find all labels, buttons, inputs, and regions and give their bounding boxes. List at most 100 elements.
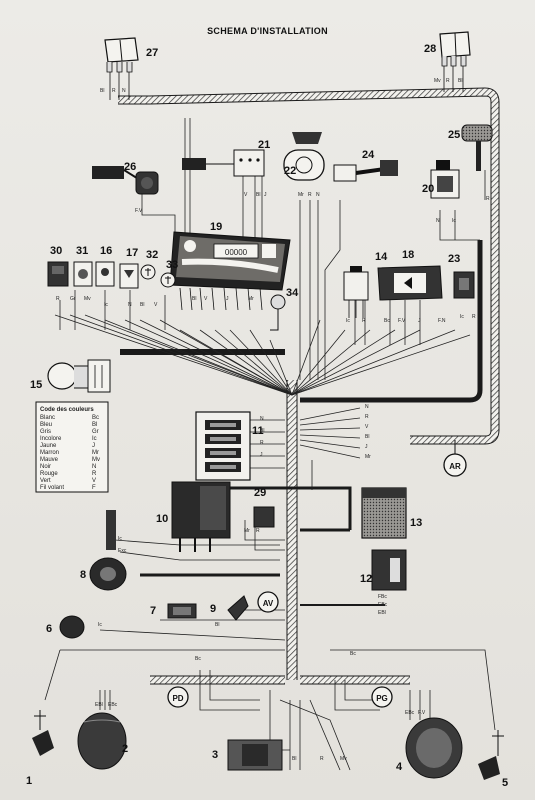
label-14: 14 — [375, 251, 388, 263]
color-code-legend — [35, 401, 109, 493]
label-23: 23 — [448, 253, 460, 265]
component-3-coil — [227, 739, 283, 771]
odometer-digits: 00000 — [225, 248, 248, 257]
svg-text:Ic: Ic — [92, 436, 97, 442]
label-24: 24 — [362, 149, 375, 161]
svg-text:Mr: Mr — [365, 454, 371, 460]
svg-text:F.V: F.V — [418, 710, 426, 716]
component-20-switch — [430, 160, 460, 199]
component-10-regulator — [171, 481, 231, 552]
component-17-switch — [119, 263, 139, 289]
svg-text:N: N — [365, 404, 369, 410]
label-18: 18 — [402, 249, 414, 261]
svg-text:Ic: Ic — [98, 622, 102, 628]
svg-text:Mv: Mv — [434, 78, 441, 84]
svg-text:Bc: Bc — [350, 651, 356, 657]
svg-text:J: J — [264, 192, 267, 198]
svg-text:R: R — [486, 196, 490, 202]
svg-text:Jaune: Jaune — [40, 443, 57, 449]
svg-text:V: V — [365, 424, 369, 430]
label-4: 4 — [396, 761, 403, 773]
component-15-wiper-motor — [47, 359, 111, 393]
label-5: 5 — [502, 777, 508, 789]
svg-text:Bc: Bc — [92, 415, 99, 421]
component-30-switch — [47, 261, 69, 287]
svg-text:Marron: Marron — [40, 450, 59, 456]
label-15: 15 — [30, 379, 42, 391]
svg-text:F.N: F.N — [438, 318, 446, 324]
svg-text:R: R — [92, 471, 97, 477]
svg-text:Ic: Ic — [452, 218, 456, 224]
svg-text:R: R — [446, 78, 450, 84]
svg-text:Ic: Ic — [104, 302, 108, 308]
svg-text:N: N — [260, 416, 264, 422]
component-9-horn — [227, 595, 249, 621]
svg-text:V: V — [204, 296, 208, 302]
component-12-starter-relay — [371, 549, 407, 591]
svg-text:Gr: Gr — [70, 296, 76, 302]
label-28: 28 — [424, 43, 436, 55]
label-33: 33 — [166, 259, 178, 271]
svg-text:Bl: Bl — [140, 302, 144, 308]
svg-text:J: J — [92, 443, 95, 449]
svg-text:Vert: Vert — [40, 478, 51, 484]
svg-text:V: V — [244, 192, 248, 198]
svg-text:N: N — [92, 464, 96, 470]
label-30: 30 — [50, 245, 62, 257]
tag-pd: PD — [167, 686, 189, 708]
component-5-indicator-right — [478, 730, 504, 780]
svg-text:Bl: Bl — [292, 756, 296, 762]
label-26: 26 — [124, 161, 136, 173]
component-31-switch — [73, 261, 93, 287]
svg-text:R: R — [308, 192, 312, 198]
main-harness — [118, 87, 500, 685]
svg-text:EBc: EBc — [405, 710, 415, 716]
color-code-heading: Code des couleurs — [40, 407, 94, 413]
svg-text:Noir: Noir — [40, 464, 51, 470]
label-19: 19 — [210, 221, 222, 233]
svg-text:EBl: EBl — [95, 702, 103, 708]
label-1: 1 — [26, 775, 32, 787]
label-20: 20 — [422, 183, 434, 195]
svg-text:Mauve: Mauve — [40, 457, 59, 463]
label-10: 10 — [156, 513, 168, 525]
label-25: 25 — [448, 129, 460, 141]
svg-text:R: R — [112, 88, 116, 94]
svg-text:Blanc: Blanc — [40, 415, 55, 421]
component-23-switch — [453, 271, 475, 299]
svg-text:AV: AV — [263, 599, 274, 608]
svg-text:Bl: Bl — [100, 88, 104, 94]
svg-text:Bl: Bl — [92, 422, 97, 428]
wire-color-labels: Bl R N Mv R Bl F.V V Bl J Mr R N N Ic R … — [56, 78, 490, 762]
dashboard-wire-fan — [44, 118, 496, 771]
svg-text:Incolore: Incolore — [40, 436, 62, 442]
svg-text:J: J — [226, 296, 229, 302]
svg-text:Mv: Mv — [92, 457, 100, 463]
svg-text:J: J — [365, 444, 368, 450]
svg-text:Fil volant: Fil volant — [40, 485, 64, 491]
svg-text:J: J — [418, 318, 421, 324]
component-1-indicator-left — [32, 710, 54, 756]
component-29-relay — [253, 506, 275, 528]
svg-text:PG: PG — [376, 694, 388, 703]
svg-text:Mr: Mr — [248, 296, 254, 302]
tag-pg: PG — [371, 686, 393, 708]
component-11-fuse-box — [195, 411, 251, 481]
svg-text:Bc: Bc — [384, 318, 390, 324]
svg-text:Ic: Ic — [118, 536, 122, 542]
label-17: 17 — [126, 247, 138, 259]
svg-text:V: V — [154, 302, 158, 308]
label-2: 2 — [122, 743, 128, 755]
svg-text:R: R — [320, 756, 324, 762]
svg-text:N: N — [316, 192, 320, 198]
svg-text:Mr: Mr — [298, 192, 304, 198]
svg-text:Bl: Bl — [365, 434, 369, 440]
svg-text:R: R — [260, 440, 264, 446]
component-6-sensor — [59, 615, 85, 639]
svg-text:Bl: Bl — [192, 296, 196, 302]
label-31: 31 — [76, 245, 88, 257]
svg-text:N: N — [122, 88, 126, 94]
component-32-bulb — [140, 264, 156, 280]
